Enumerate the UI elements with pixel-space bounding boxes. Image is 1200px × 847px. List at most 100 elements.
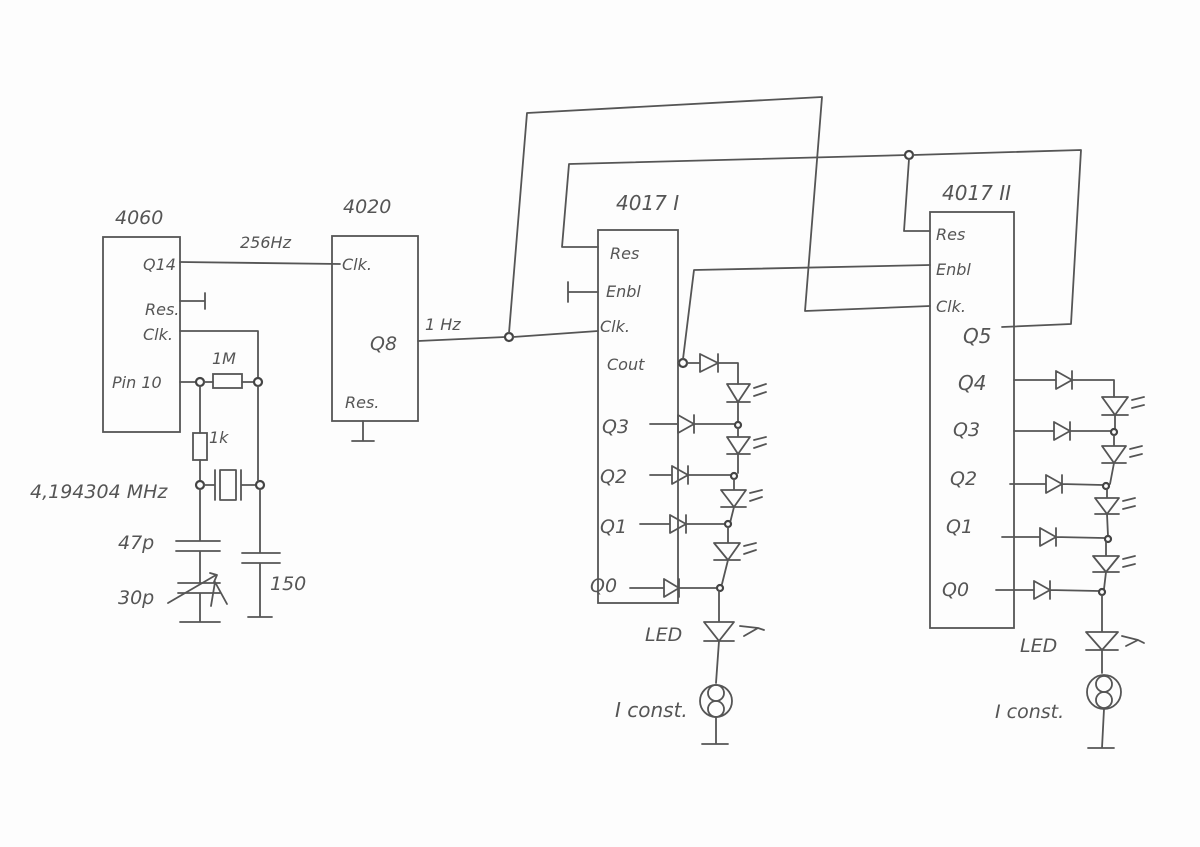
led-a-4 xyxy=(713,526,757,585)
chip-4017a-q1: Q1 xyxy=(600,516,627,538)
label-r1m: 1M xyxy=(212,349,236,368)
trimmer-arrow xyxy=(167,572,218,604)
diode-a-q0 xyxy=(629,578,718,598)
chip-4017b-clk: Clk. xyxy=(936,297,966,316)
current-source-a-lower xyxy=(707,700,725,718)
chip-4017b-q3: Q3 xyxy=(953,419,980,441)
led-a-2 xyxy=(726,427,767,474)
wire-1hz-to-4017b-clk xyxy=(508,96,931,334)
chip-4060-pin10: Pin 10 xyxy=(112,373,162,392)
led-a-main xyxy=(703,590,765,684)
chip-4060-body xyxy=(102,236,181,433)
wire-to-4017b-res xyxy=(903,158,931,232)
junction-1hz xyxy=(503,331,515,343)
wire-4020-res-ground xyxy=(351,420,375,442)
crystal xyxy=(203,469,257,501)
led-a-1 xyxy=(726,383,767,426)
label-led-b: LED xyxy=(1020,635,1057,657)
junction-r1m-right xyxy=(252,376,264,388)
trimmer-tick xyxy=(210,581,228,607)
chip-4020-q8: Q8 xyxy=(370,333,397,355)
chip-4060-q14: Q14 xyxy=(143,255,176,274)
current-source-a-ground xyxy=(701,716,729,745)
diode-a-q3 xyxy=(649,414,735,434)
led-b-main xyxy=(1085,594,1145,674)
label-led-a: LED xyxy=(645,624,682,646)
chip-4017a-enbl: Enbl xyxy=(606,282,641,301)
wire-4017a-res-loop xyxy=(561,154,909,248)
chip-4017a-q2: Q2 xyxy=(600,466,627,488)
diode-b-q3 xyxy=(1013,421,1112,441)
chip-4017a-title: 4017 I xyxy=(616,191,679,215)
junction-cout xyxy=(677,357,689,369)
wire-q8-out xyxy=(417,336,506,342)
diode-cout xyxy=(686,353,739,385)
chip-4060-clk: Clk. xyxy=(143,325,173,344)
chip-4020-res: Res. xyxy=(345,393,379,412)
led-b-2 xyxy=(1101,434,1143,485)
junction-reset-bus xyxy=(903,149,915,161)
label-c30p: 30p xyxy=(118,587,154,609)
resistor-1k xyxy=(192,432,208,461)
chip-4020-clk: Clk. xyxy=(342,255,372,274)
chip-4017a-res: Res xyxy=(610,244,639,263)
chip-4060-res: Res. xyxy=(145,300,179,319)
label-c150: 150 xyxy=(270,573,306,595)
capacitors-left-chain xyxy=(175,488,221,623)
label-256hz: 256Hz xyxy=(240,233,292,252)
wire-4060-res-tie xyxy=(179,292,206,310)
diode-a-q2 xyxy=(649,465,732,485)
chip-4017b-q0: Q0 xyxy=(942,579,969,601)
diode-a-q1 xyxy=(639,514,726,534)
current-source-b-ground xyxy=(1087,708,1115,749)
junction-pin10 xyxy=(194,376,206,388)
current-source-b-upper xyxy=(1095,675,1113,693)
chip-4017b-q4: Q4 xyxy=(958,371,986,395)
label-c47p: 47p xyxy=(118,532,154,554)
chip-4017b-q1: Q1 xyxy=(946,516,973,538)
chip-4020-body xyxy=(331,235,419,422)
led-b-4 xyxy=(1092,541,1136,590)
junction-crystal-right xyxy=(254,479,266,491)
junction-b-q1 xyxy=(1103,534,1113,544)
label-iconst-b: I const. xyxy=(995,701,1064,723)
chip-4017b-q5: Q5 xyxy=(963,324,991,348)
label-r1k: 1k xyxy=(209,428,229,447)
capacitor-150 xyxy=(241,488,281,618)
chip-4017b-enbl: Enbl xyxy=(936,260,971,279)
chip-4017b-res: Res xyxy=(936,225,965,244)
diode-b-q0 xyxy=(995,580,1100,600)
led-b-1 xyxy=(1101,396,1145,432)
current-source-a-upper xyxy=(707,684,725,702)
led-a-3 xyxy=(720,478,763,524)
label-1hz: 1 Hz xyxy=(425,315,461,334)
wire-4017a-enbl-tie xyxy=(567,281,599,303)
current-source-b-lower xyxy=(1095,691,1113,709)
chip-4017a-cout: Cout xyxy=(607,355,645,374)
resistor-1m xyxy=(212,373,243,389)
wire-reset-to-q5 xyxy=(912,149,1082,328)
label-crystal: 4,194304 MHz xyxy=(30,481,168,503)
wire-4060-clk xyxy=(179,330,259,383)
wire-q14-to-4020 xyxy=(179,261,341,265)
diode-b-q2 xyxy=(1009,474,1104,494)
wire-to-4017a-clk xyxy=(512,330,599,338)
wire-cout-to-4017b-enbl xyxy=(677,264,931,364)
diode-b-q4 xyxy=(1013,370,1115,398)
chip-4060-title: 4060 xyxy=(115,207,163,229)
chip-4017a-clk: Clk. xyxy=(600,317,630,336)
diode-b-q1 xyxy=(1001,527,1105,547)
junction-crystal-left xyxy=(194,479,206,491)
chip-4017a-q3: Q3 xyxy=(602,416,629,438)
junction-b-q2 xyxy=(1101,481,1111,491)
chip-4017a-q0: Q0 xyxy=(590,575,617,597)
label-iconst-a: I const. xyxy=(615,698,688,722)
chip-4017b-body xyxy=(929,211,1015,629)
led-b-3 xyxy=(1094,488,1136,537)
chip-4017b-title: 4017 II xyxy=(942,181,1011,205)
chip-4017b-q2: Q2 xyxy=(950,468,977,490)
chip-4020-title: 4020 xyxy=(343,196,391,218)
junction-a-q0 xyxy=(715,583,725,593)
